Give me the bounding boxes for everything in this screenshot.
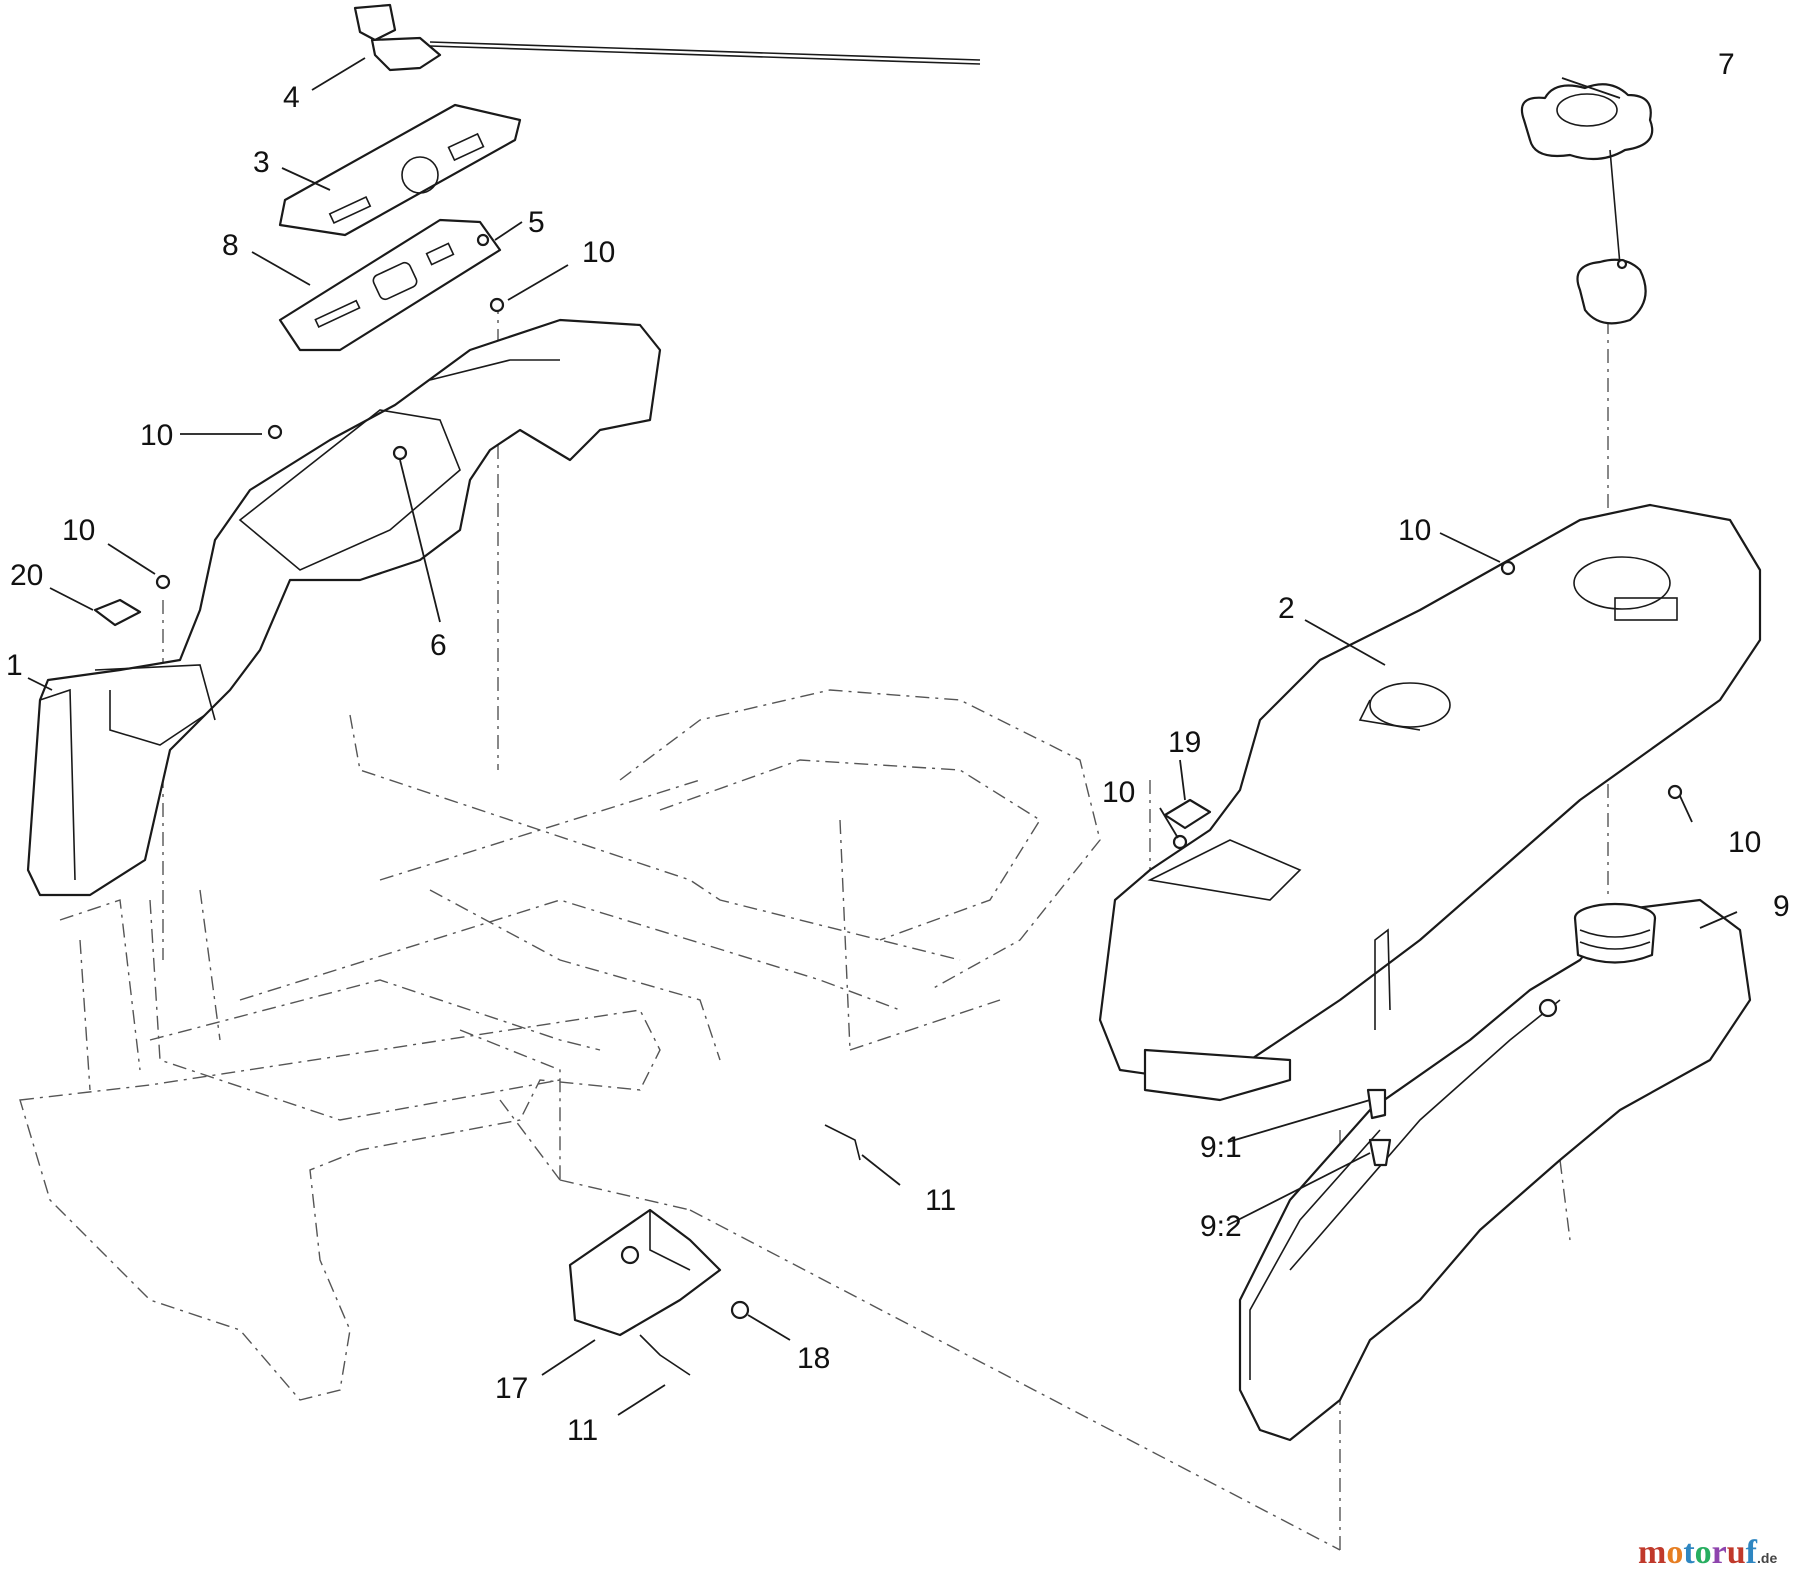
callout-10: 10 — [1728, 826, 1761, 859]
watermark-letter: o — [1695, 1534, 1712, 1571]
callout-3: 3 — [253, 146, 270, 179]
screws — [155, 233, 1683, 850]
callout-1: 1 — [6, 649, 23, 682]
warning-decal-19 — [1163, 798, 1212, 830]
callout-20: 20 — [10, 559, 43, 592]
fuel-cap — [1520, 83, 1654, 325]
callout-19: 19 — [1168, 726, 1201, 759]
watermark-letter: t — [1683, 1534, 1695, 1571]
warning-decal-20 — [93, 598, 142, 627]
control-decal — [278, 103, 522, 237]
callout-10: 10 — [1102, 776, 1135, 809]
callout-2: 2 — [1278, 592, 1295, 625]
fuel-fitting — [1366, 1088, 1392, 1167]
watermark-letter: u — [1727, 1534, 1746, 1571]
watermark-letter: f — [1746, 1534, 1758, 1571]
watermark-letter: o — [1666, 1534, 1683, 1571]
callout-7: 7 — [1718, 48, 1735, 81]
callout-10: 10 — [140, 419, 173, 452]
bracket-bolt — [730, 1300, 750, 1320]
left-fender-console — [26, 318, 662, 897]
leader-lines — [27, 57, 1738, 1416]
callout-10: 10 — [1398, 514, 1431, 547]
wire-rod-upper — [824, 1124, 861, 1161]
throttle-cable — [353, 3, 981, 72]
wire-rod-lower — [639, 1334, 691, 1376]
callout-labels: 4 3 8 5 10 10 10 20 1 6 7 10 2 19 10 10 … — [6, 48, 1790, 1447]
callout-11: 11 — [925, 1184, 956, 1217]
watermark-suffix: .de — [1757, 1550, 1777, 1566]
callout-10: 10 — [62, 514, 95, 547]
callout-18: 18 — [797, 1342, 830, 1375]
watermark-letter: m — [1638, 1534, 1666, 1571]
callout-9-2: 9:2 — [1200, 1210, 1242, 1243]
fuel-tank — [1238, 898, 1752, 1442]
callout-11: 11 — [567, 1414, 598, 1447]
control-plate — [278, 218, 502, 352]
watermark-letter: r — [1712, 1534, 1727, 1571]
callout-5: 5 — [528, 206, 545, 239]
motoruf-watermark-logo: motoruf.de — [1638, 1534, 1777, 1571]
callout-9-1: 9:1 — [1200, 1131, 1242, 1164]
callout-6: 6 — [430, 629, 447, 662]
callout-17: 17 — [495, 1372, 528, 1405]
callout-4: 4 — [283, 81, 300, 114]
callout-10: 10 — [582, 236, 615, 269]
pedal-bracket — [568, 1208, 722, 1337]
right-fender-console — [1098, 503, 1762, 1102]
svg-text:motoruf.de: motoruf.de — [1638, 1534, 1777, 1571]
callout-9: 9 — [1773, 890, 1790, 923]
callout-8: 8 — [222, 229, 239, 262]
chassis-frame — [19, 689, 1571, 1551]
